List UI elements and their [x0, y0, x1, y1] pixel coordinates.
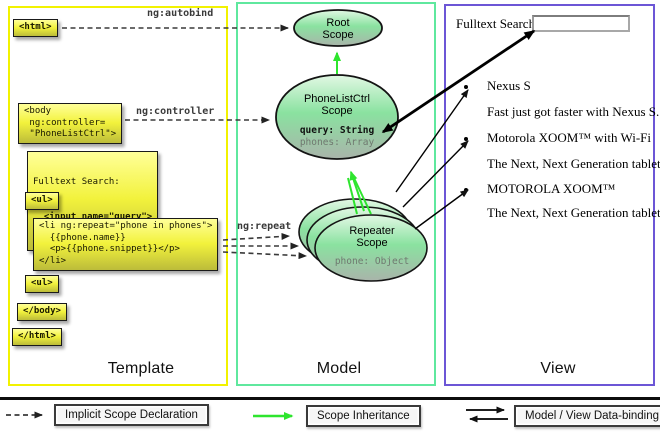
- model-panel-title: Model: [316, 360, 362, 377]
- html-open-tag-box: <html>: [13, 19, 58, 37]
- view-item-snippet: The Next, Next Generation tablet.: [487, 205, 660, 220]
- view-item-snippet: Fast just got faster with Nexus S.: [487, 104, 660, 119]
- view-panel-title: View: [540, 360, 576, 377]
- legend-scope-inheritance: Scope Inheritance: [306, 405, 421, 427]
- legend-implicit-scope-declaration: Implicit Scope Declaration: [54, 404, 209, 426]
- view-item-snippet: The Next, Next Generation tablet.: [487, 156, 660, 171]
- view-fulltext-search-label: Fulltext Search:: [456, 16, 539, 31]
- li-repeat-box: <li ng:repeat="phone in phones"> {{phone…: [33, 218, 219, 271]
- ng-repeat-label: ng:repeat: [237, 221, 292, 232]
- body-open-tag-box: <body ng:controller= "PhoneListCtrl">: [18, 103, 123, 145]
- ul-tag-box-1: <ul>: [25, 192, 59, 210]
- view-item-name: Nexus S: [487, 78, 531, 93]
- fulltext-template-input-code: <input name="query">: [33, 212, 152, 224]
- view-item-name: Motorola XOOM™ with Wi-Fi: [487, 130, 652, 145]
- template-panel-title: Template: [107, 360, 175, 377]
- fulltext-template-label: Fulltext Search:: [33, 177, 120, 188]
- bullet-icon: [464, 188, 468, 192]
- legend-separator-line: [0, 397, 660, 400]
- bullet-icon: [464, 137, 468, 141]
- model-panel: [236, 2, 436, 386]
- view-fulltext-search-input[interactable]: [532, 15, 630, 32]
- ng-controller-label: ng:controller: [136, 106, 215, 117]
- view-item-name: MOTOROLA XOOM™: [487, 181, 616, 196]
- html-close-tag-box: </html>: [12, 328, 62, 346]
- ul-tag-box-2: <ul>: [25, 275, 59, 293]
- ng-autobind-label: ng:autobind: [147, 8, 214, 19]
- legend-model-view-data-binding: Model / View Data-binding: [514, 405, 660, 427]
- body-close-tag-box: </body>: [17, 303, 67, 321]
- bullet-icon: [464, 85, 468, 89]
